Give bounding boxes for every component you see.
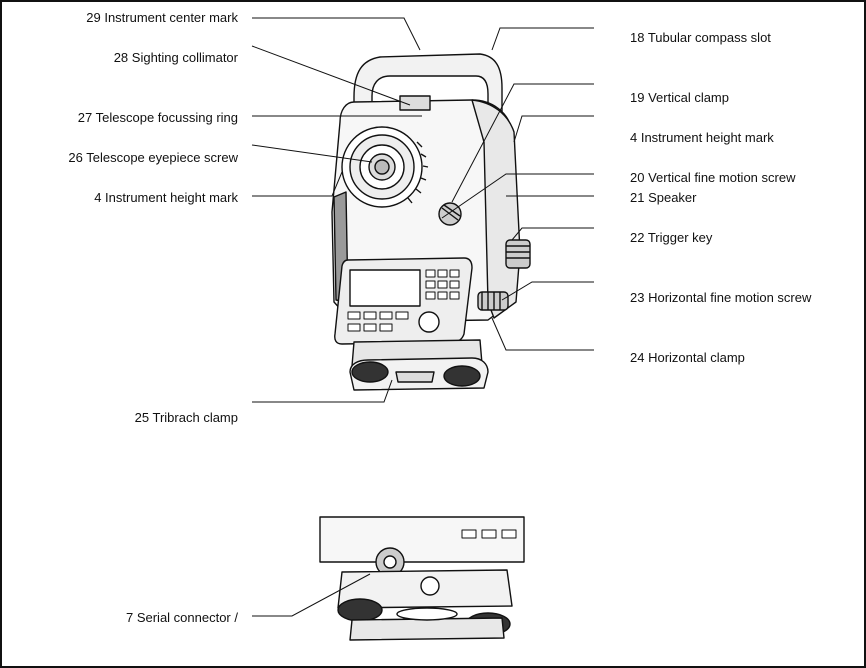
base-plate (349, 617, 505, 641)
lcd-display (349, 269, 421, 307)
navigation-pad (418, 311, 440, 333)
label-telescope-focussing-ring: 27 Telescope focussing ring (77, 110, 238, 125)
leader-lines (251, 17, 594, 617)
label-speaker: 21 Speaker (630, 190, 697, 205)
sighting-collimator (399, 95, 431, 111)
label-sighting-collimator: 28 Sighting collimator (113, 50, 238, 65)
lower-screw-left (337, 598, 383, 622)
horizontal-fine-motion-screw (477, 291, 509, 311)
carrying-handle (353, 53, 503, 143)
label-vertical-clamp: 19 Vertical clamp (630, 90, 729, 105)
label-telescope-eyepiece-screw: 26 Telescope eyepiece screw (68, 150, 238, 165)
leveling-screw-right (443, 365, 481, 387)
label-tribrach-clamp: 25 Tribrach clamp (134, 410, 238, 425)
leveling-screw-left (351, 361, 389, 383)
vertical-fine-motion-screw (505, 239, 531, 269)
label-vertical-fine-motion-screw: 20 Vertical fine motion screw (630, 170, 796, 185)
label-instrument-height-mark-left: 4 Instrument height mark (94, 190, 238, 205)
label-instrument-height-mark-right: 4 Instrument height mark (630, 130, 774, 145)
label-serial-connector: 7 Serial connector / (125, 610, 238, 625)
label-tubular-compass-slot: 18 Tubular compass slot (630, 30, 771, 45)
label-instrument-center-mark: 29 Instrument center mark (86, 10, 238, 25)
label-trigger-key: 22 Trigger key (630, 230, 713, 245)
lower-body (319, 516, 525, 563)
label-horizontal-fine-motion-screw: 23 Horizontal fine motion screw (630, 290, 812, 305)
label-horizontal-clamp: 24 Horizontal clamp (630, 350, 745, 365)
